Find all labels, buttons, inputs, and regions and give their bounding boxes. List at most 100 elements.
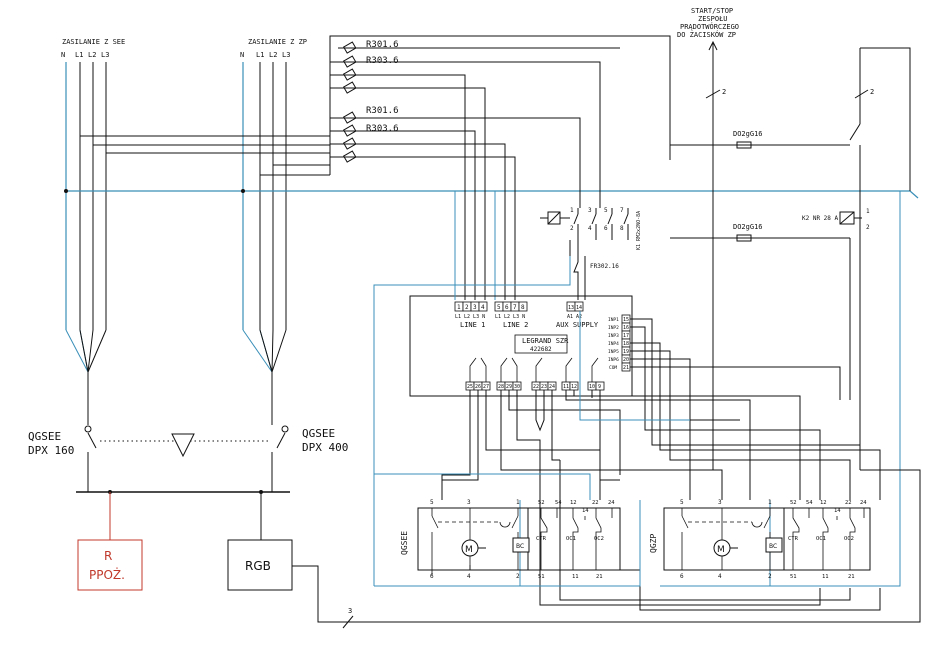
term-23: 23 bbox=[541, 384, 547, 390]
oc2-right: OC2 bbox=[844, 536, 854, 542]
inp4-label: INP4 bbox=[608, 341, 619, 347]
ur-pin2: 2 bbox=[768, 573, 772, 580]
term-26: 26 bbox=[475, 384, 481, 390]
ul-aux12: 12 bbox=[570, 500, 577, 506]
ul-aux24: 24 bbox=[608, 500, 615, 506]
start-stop-line1: START/STOP bbox=[691, 7, 733, 15]
term-21: 21 bbox=[623, 365, 629, 371]
fuse-label-3: R301.6 bbox=[366, 106, 399, 116]
motor-right-icon: M bbox=[717, 545, 725, 555]
bc-right: BC bbox=[769, 543, 777, 550]
zp-title: ZASILANIE Z ZP bbox=[248, 38, 307, 46]
aux-label: AUX SUPPLY bbox=[556, 321, 599, 329]
ur-aux12: 12 bbox=[820, 500, 827, 506]
start-stop-block: START/STOP ZESPOŁU PRĄDOTWÓRCZEGO DO ZAC… bbox=[677, 7, 739, 470]
breaker-qgzp: QGSEE DPX 400 bbox=[271, 425, 348, 492]
breaker-qgsee: QGSEE DPX 160 bbox=[28, 425, 97, 492]
term-14: 14 bbox=[576, 305, 582, 311]
ul-aux11: 11 bbox=[572, 574, 579, 580]
term-13: 13 bbox=[568, 305, 574, 311]
term-12: 12 bbox=[571, 384, 577, 390]
aux-sub: A1 A2 bbox=[567, 314, 582, 320]
controller-code: 422682 bbox=[530, 346, 552, 353]
see-phase-l1: L1 bbox=[75, 51, 83, 59]
ur-pin5: 5 bbox=[680, 499, 684, 506]
inp2-label: INP2 bbox=[608, 325, 619, 331]
term-2: 2 bbox=[465, 304, 469, 311]
zp-phase-l1: L1 bbox=[256, 51, 264, 59]
ul-pin5: 5 bbox=[430, 499, 434, 506]
see-phase-n: N bbox=[61, 51, 65, 59]
start-stop-line2: ZESPOŁU bbox=[698, 15, 728, 23]
supply-taps bbox=[80, 135, 330, 176]
ur-aux54: 54 bbox=[806, 500, 813, 506]
r-label: R bbox=[104, 549, 112, 563]
line1-sub: L1 L2 L3 N bbox=[455, 314, 485, 320]
term-8: 8 bbox=[521, 304, 525, 311]
oc1-right: OC1 bbox=[816, 536, 826, 542]
szr-controller: 1 2 3 4 5 6 7 8 13 14 L1 L2 L3 N L1 L2 L… bbox=[409, 295, 633, 397]
term-7: 7 bbox=[513, 304, 517, 311]
ul-aux14: 14 bbox=[582, 508, 589, 514]
term-10: 10 bbox=[589, 384, 595, 390]
ul-pin6: 6 bbox=[430, 573, 434, 580]
control-wiring bbox=[441, 318, 881, 611]
line2-sub: L1 L2 L3 N bbox=[495, 314, 525, 320]
right-count: 2 bbox=[870, 88, 874, 96]
ul-pin3: 3 bbox=[467, 499, 471, 506]
term-22: 22 bbox=[533, 384, 539, 390]
k1-pin6: 6 bbox=[604, 225, 608, 232]
dc2-label: DO2gG16 bbox=[733, 223, 763, 231]
term-24: 24 bbox=[549, 384, 555, 390]
motor-left-icon: M bbox=[465, 545, 473, 555]
dc1-label: DO2gG16 bbox=[733, 130, 763, 138]
k1-pin8: 8 bbox=[620, 225, 624, 232]
k2-pin1: 1 bbox=[866, 208, 870, 215]
right-feed bbox=[670, 47, 911, 470]
zp-phase-l2: L2 bbox=[269, 51, 277, 59]
load-r-ppoz: R PPOŻ. bbox=[77, 492, 143, 591]
inp6-label: INP6 bbox=[608, 357, 619, 363]
ur-pin6: 6 bbox=[680, 573, 684, 580]
term-18: 18 bbox=[623, 341, 629, 347]
qgzp-name: QGSEE bbox=[302, 427, 335, 440]
zp-phase-n: N bbox=[240, 51, 244, 59]
relay-k1: 1 3 5 7 2 4 6 8 K1 RM2x2NO-8A bbox=[540, 207, 642, 300]
fuse-group-bottom bbox=[329, 111, 581, 300]
ur-aux51: 51 bbox=[790, 574, 797, 580]
ur-aux22: 22 bbox=[845, 500, 852, 506]
ul-aux21: 21 bbox=[596, 574, 603, 580]
bc-left: BC bbox=[516, 543, 524, 550]
ur-aux21: 21 bbox=[848, 574, 855, 580]
cable-count: 3 bbox=[348, 607, 352, 615]
term-20: 20 bbox=[623, 357, 629, 363]
ur-aux52: 52 bbox=[790, 500, 797, 506]
motor-unit-qgzp: QGZP 5 3 1 6 4 2 M BC 52 54 12 22 24 14 … bbox=[649, 499, 871, 580]
k1-pin2: 2 bbox=[570, 225, 574, 232]
k1-pin1: 1 bbox=[570, 207, 574, 214]
k1-pin4: 4 bbox=[588, 225, 592, 232]
term-25: 25 bbox=[467, 384, 473, 390]
ul-pin2: 2 bbox=[516, 573, 520, 580]
see-phase-l3: L3 bbox=[101, 51, 109, 59]
fuse-group-top bbox=[329, 35, 671, 300]
term-4: 4 bbox=[481, 304, 485, 311]
inp1-label: INP1 bbox=[608, 317, 619, 323]
controller-inputs: INP1 INP2 INP3 INP4 INP5 INP6 COM 15 16 … bbox=[608, 314, 631, 372]
ppoz-label: PPOŻ. bbox=[89, 567, 125, 582]
dc-fuse-2: DO2gG16 bbox=[733, 223, 763, 242]
qgzp-type: DPX 400 bbox=[302, 441, 348, 454]
inp3-label: INP3 bbox=[608, 333, 619, 339]
fr-label: FR302.16 bbox=[590, 263, 619, 270]
line1-label: LINE 1 bbox=[460, 321, 485, 329]
ur-aux24: 24 bbox=[860, 500, 867, 506]
relay-k2: K2 NR 28 A 1 2 bbox=[802, 208, 870, 231]
k1-label: K1 RM2x2NO-8A bbox=[636, 211, 642, 250]
k1-pin3: 3 bbox=[588, 207, 592, 214]
rgb-label: RGB bbox=[245, 559, 271, 573]
term-27: 27 bbox=[483, 384, 489, 390]
term-11: 11 bbox=[563, 384, 569, 390]
term-3: 3 bbox=[473, 304, 477, 311]
mechanical-interlock bbox=[100, 433, 268, 458]
